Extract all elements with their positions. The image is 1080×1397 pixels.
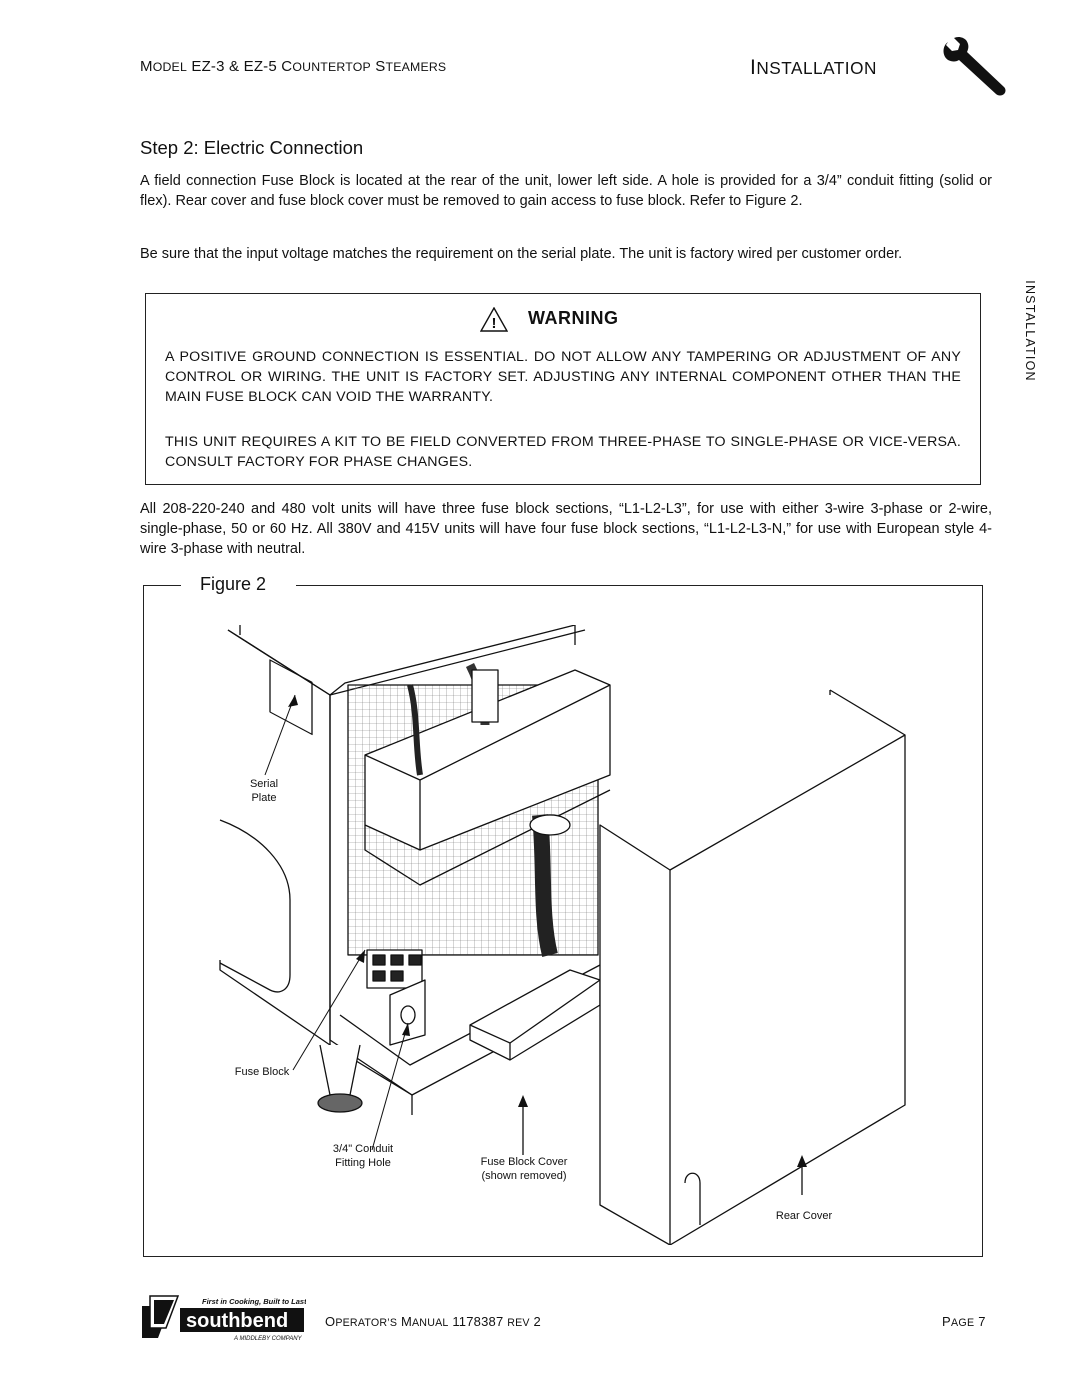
- warning-label: WARNING: [528, 308, 619, 328]
- warning-box: [145, 293, 981, 485]
- caption-conduit: 3/4" Conduit Fitting Hole: [318, 1142, 408, 1170]
- leg: [319, 1044, 361, 1096]
- paragraph-fuse-sections: All 208-220-240 and 480 volt units will …: [140, 501, 992, 557]
- warning-text-phase: THIS UNIT REQUIRES A KIT TO BE FIELD CON…: [165, 434, 961, 470]
- paragraph-fuse-block-location: A field connection Fuse Block is located…: [140, 173, 992, 209]
- southbend-logo: First in Cooking, Built to Last. southbe…: [142, 1295, 306, 1342]
- warning-triangle-icon: !: [480, 307, 508, 332]
- paragraph-input-voltage: Be sure that the input voltage matches t…: [140, 246, 903, 262]
- logo-brand: southbend: [186, 1310, 288, 1332]
- figure-frame-top-right: [296, 585, 983, 586]
- footer-manual-title: OPERATOR’S MANUAL 1178387 REV 2: [325, 1314, 541, 1329]
- conduit-leader: [371, 1022, 409, 1151]
- caption-fuse-block-cover: Fuse Block Cover (shown removed): [466, 1155, 582, 1183]
- steamer-rear-diagram: [219, 625, 906, 1245]
- figure-frame: [143, 585, 983, 1257]
- figure-label: Figure 2: [196, 574, 271, 595]
- conduit-plate: [389, 979, 426, 1046]
- fuse-block-leader: [292, 949, 366, 1071]
- caption-cover-line1: Fuse Block Cover: [480, 1156, 568, 1168]
- caption-cover-line2: (shown removed): [481, 1170, 567, 1182]
- serial-plate-leader: [264, 694, 296, 776]
- logo-tagline: First in Cooking, Built to Last.: [202, 1297, 306, 1306]
- cabinet-left-panel: [219, 629, 331, 1046]
- side-section-tab: INSTALLATION: [1023, 280, 1037, 382]
- fuse-block-cover: [469, 969, 601, 1061]
- serial-plate: [269, 659, 313, 736]
- warning-symbol: !: [492, 315, 497, 332]
- caption-fuse-block: Fuse Block: [234, 1066, 290, 1078]
- section-heading: INSTALLATION: [750, 56, 877, 79]
- footer-page-number: PAGE 7: [942, 1314, 986, 1329]
- fuse-block: [366, 949, 423, 989]
- warning-text-ground: A POSITIVE GROUND CONNECTION IS ESSENTIA…: [165, 349, 961, 405]
- figure-frame-top-left: [143, 585, 181, 586]
- caption-serial-plate-line1: Serial: [249, 778, 279, 790]
- warning-title: ! WARNING: [480, 307, 680, 333]
- wire-harness: [407, 684, 423, 776]
- caption-serial-plate-line2: Plate: [251, 792, 277, 804]
- caption-rear-cover: Rear Cover: [775, 1210, 833, 1222]
- running-header-title: MODEL EZ-3 & EZ-5 COUNTERTOP STEAMERS: [140, 58, 447, 75]
- step-title: Step 2: Electric Connection: [140, 137, 364, 158]
- caption-serial-plate: Serial Plate: [232, 777, 296, 805]
- logo-subtitle: A MIDDLEBY COMPANY: [233, 1336, 303, 1342]
- caption-conduit-line1: 3/4" Conduit: [332, 1143, 394, 1155]
- wrench-icon: [943, 36, 1006, 96]
- caption-conduit-line2: Fitting Hole: [335, 1157, 391, 1169]
- rear-cover: [599, 734, 906, 1245]
- cabinet-door: [219, 819, 291, 993]
